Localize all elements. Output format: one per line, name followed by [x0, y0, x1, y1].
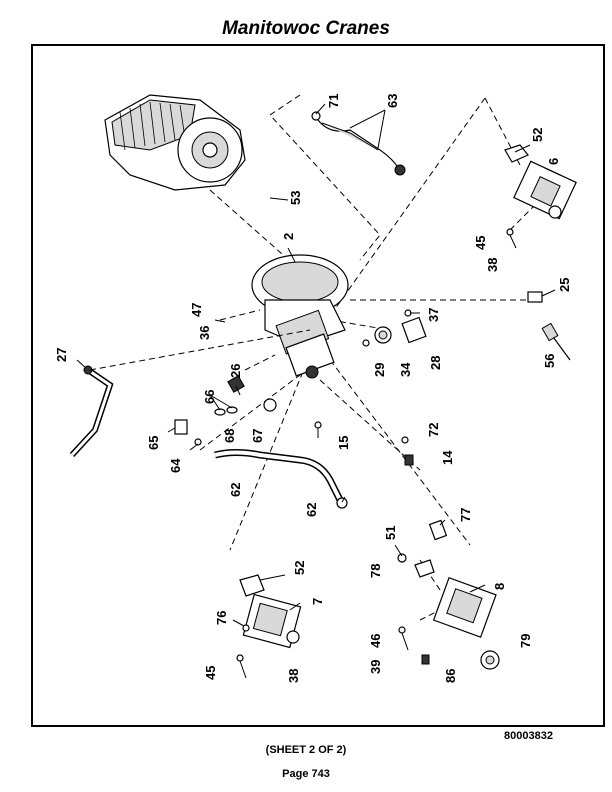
- callout-66: 66: [202, 390, 217, 404]
- callout-34: 34: [398, 362, 413, 377]
- callout-14: 14: [440, 450, 455, 465]
- callout-78: 78: [368, 564, 383, 578]
- sheet-label: (SHEET 2 OF 2): [265, 744, 347, 756]
- page-number: Page 743: [282, 768, 330, 780]
- exploded-parts-diagram: 71 63 52 6 53 2 45 38 25 47 36 37 27 56 …: [54, 94, 577, 683]
- callout-38: 38: [286, 669, 301, 683]
- callout-56: 56: [542, 354, 557, 368]
- hose-62: [214, 449, 348, 509]
- callout-46: 46: [368, 634, 383, 648]
- callout-6: 6: [546, 158, 561, 165]
- callout-numbers: 71 63 52 6 53 2 45 38 25 47 36 37 27 56 …: [54, 94, 572, 683]
- callout-68: 68: [222, 429, 237, 443]
- callout-27: 27: [54, 348, 69, 362]
- pump-6: [504, 144, 577, 249]
- hose-63: [311, 111, 406, 176]
- callout-63: 63: [385, 94, 400, 108]
- callout-72: 72: [426, 423, 441, 437]
- callout-62: 62: [304, 503, 319, 517]
- callout-leaders: [76, 103, 561, 627]
- callout-37: 37: [426, 308, 441, 322]
- engine-assembly: [104, 94, 246, 191]
- callout-67: 67: [250, 429, 265, 443]
- callout-36: 36: [197, 326, 212, 340]
- callout-45: 45: [473, 236, 488, 250]
- hose-27: [69, 329, 311, 458]
- callout-8: 8: [492, 583, 507, 590]
- pump-7: [236, 574, 302, 679]
- callout-47: 47: [189, 303, 204, 317]
- callout-71: 71: [326, 94, 341, 108]
- callout-65: 65: [146, 436, 161, 450]
- drawing-number: 80003832: [504, 730, 553, 742]
- fitting-25-56: [527, 291, 571, 361]
- callout-51: 51: [383, 526, 398, 540]
- callout-45: 45: [203, 666, 218, 680]
- diagram-frame: [31, 44, 605, 727]
- callout-76: 76: [214, 611, 229, 625]
- callout-64: 64: [168, 458, 183, 473]
- assembly-dashed-lines: [199, 94, 541, 621]
- callout-28: 28: [428, 356, 443, 370]
- pump-drive-assembly: [251, 254, 349, 379]
- callout-79: 79: [518, 634, 533, 648]
- callout-29: 29: [372, 363, 387, 377]
- callout-62: 62: [228, 483, 243, 497]
- callout-53: 53: [288, 191, 303, 205]
- page-title: Manitowoc Cranes: [222, 18, 390, 39]
- callout-86: 86: [443, 669, 458, 683]
- fittings-28-34-37: [362, 309, 427, 347]
- pump-8: [397, 519, 500, 670]
- callout-2: 2: [281, 233, 296, 240]
- callout-25: 25: [557, 278, 572, 292]
- fittings-left: [174, 375, 414, 466]
- callout-15: 15: [336, 436, 351, 450]
- callout-7: 7: [310, 598, 325, 605]
- callout-52: 52: [292, 561, 307, 575]
- callout-38: 38: [485, 258, 500, 272]
- callout-39: 39: [368, 660, 383, 674]
- callout-77: 77: [458, 508, 473, 522]
- callout-52: 52: [530, 128, 545, 142]
- callout-26: 26: [228, 364, 243, 378]
